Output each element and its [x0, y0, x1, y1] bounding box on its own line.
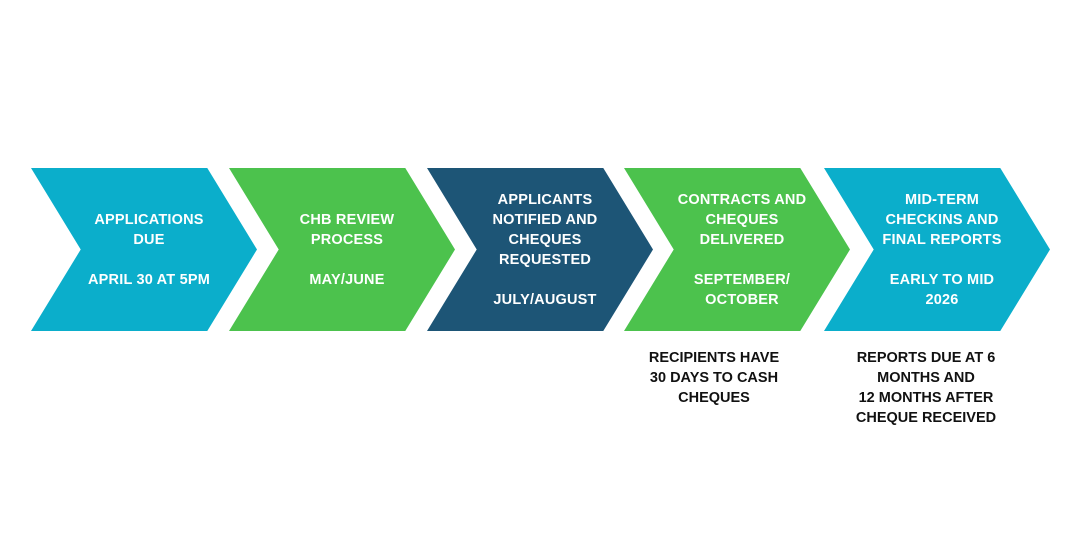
step-title-line: CONTRACTS AND	[677, 191, 807, 208]
note-line: 30 DAYS TO CASH	[649, 370, 779, 386]
step-title-line: CHEQUES	[508, 231, 582, 248]
step-title-line: FINAL REPORTS	[882, 231, 1002, 248]
step-date-line: JULY/AUGUST	[493, 291, 597, 308]
note-cash-cheques: RECIPIENTS HAVE 30 DAYS TO CASH CHEQUES	[624, 348, 804, 408]
step-title-line: APPLICATIONS	[94, 211, 204, 228]
note-line: MONTHS AND	[877, 370, 975, 386]
step-applicants-notified: APPLICANTS NOTIFIED AND CHEQUES REQUESTE…	[427, 168, 653, 331]
step-text: CHB REVIEW PROCESS MAY/JUNE	[271, 168, 423, 331]
step-date-line: APRIL 30 AT 5PM	[88, 271, 210, 288]
step-date-line: OCTOBER	[705, 291, 779, 308]
note-line: CHEQUES	[678, 390, 750, 406]
note-line: CHEQUE RECEIVED	[855, 410, 997, 426]
step-text: APPLICATIONS DUE APRIL 30 AT 5PM	[73, 168, 225, 331]
step-title-line: CHB REVIEW	[299, 211, 395, 228]
step-text: APPLICANTS NOTIFIED AND CHEQUES REQUESTE…	[469, 168, 621, 331]
step-title-line: APPLICANTS	[497, 191, 593, 208]
step-contracts-delivered: CONTRACTS AND CHEQUES DELIVERED SEPTEMBE…	[624, 168, 850, 331]
step-title-line: NOTIFIED AND	[492, 211, 598, 228]
step-applications-due: APPLICATIONS DUE APRIL 30 AT 5PM	[31, 168, 257, 331]
note-reports-due: REPORTS DUE AT 6 MONTHS AND 12 MONTHS AF…	[836, 348, 1016, 428]
step-title-line: PROCESS	[310, 231, 384, 248]
step-title-line: CHECKINS AND	[885, 211, 999, 228]
step-title-line: REQUESTED	[498, 251, 592, 268]
note-line: 12 MONTHS AFTER	[858, 390, 994, 406]
step-date-line: MAY/JUNE	[309, 271, 385, 288]
step-title-line: CHEQUES	[705, 211, 779, 228]
step-date-line: 2026	[925, 291, 959, 308]
note-line: REPORTS DUE AT 6	[856, 350, 996, 366]
step-date-line: SEPTEMBER/	[693, 271, 791, 288]
step-date-line: EARLY TO MID	[889, 271, 995, 288]
step-chb-review-process: CHB REVIEW PROCESS MAY/JUNE	[229, 168, 455, 331]
step-final-reports: MID-TERM CHECKINS AND FINAL REPORTS EARL…	[824, 168, 1050, 331]
note-line: RECIPIENTS HAVE	[648, 350, 780, 366]
step-text: MID-TERM CHECKINS AND FINAL REPORTS EARL…	[866, 168, 1018, 331]
step-title-line: DUE	[133, 231, 165, 248]
step-text: CONTRACTS AND CHEQUES DELIVERED SEPTEMBE…	[666, 168, 818, 331]
step-title-line: DELIVERED	[699, 231, 785, 248]
step-title-line: MID-TERM	[904, 191, 980, 208]
